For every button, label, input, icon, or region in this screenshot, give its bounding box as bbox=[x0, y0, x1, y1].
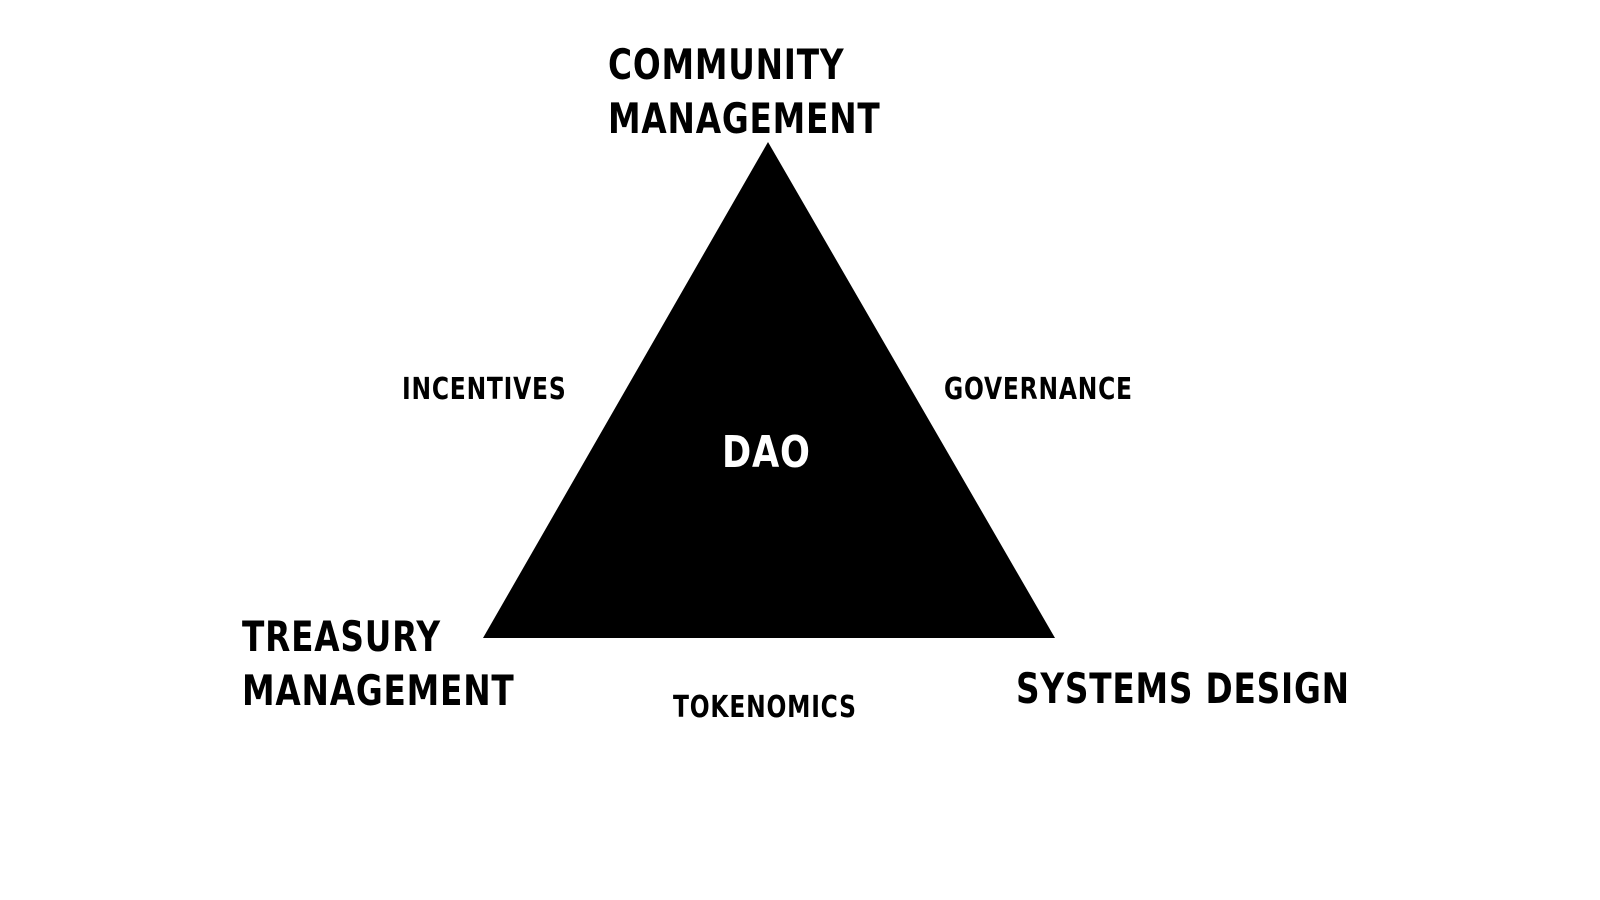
vertex-label-bottom-left-line1: TREASURY bbox=[242, 612, 441, 661]
vertex-label-top: COMMUNITY MANAGEMENT bbox=[608, 38, 881, 146]
vertex-label-bottom-right-line1: SYSTEMS DESIGN bbox=[1016, 664, 1350, 713]
center-label: DAO bbox=[722, 427, 811, 478]
triangle-shape bbox=[483, 142, 1055, 638]
edge-label-left: INCENTIVES bbox=[402, 372, 567, 407]
edge-label-right: GOVERNANCE bbox=[944, 372, 1133, 407]
vertex-label-bottom-left-line2: MANAGEMENT bbox=[242, 666, 515, 715]
edge-label-bottom: TOKENOMICS bbox=[673, 690, 857, 725]
vertex-label-bottom-right: SYSTEMS DESIGN bbox=[1016, 662, 1350, 716]
vertex-label-top-line1: COMMUNITY bbox=[608, 40, 845, 89]
vertex-label-top-line2: MANAGEMENT bbox=[608, 94, 881, 143]
vertex-label-bottom-left: TREASURY MANAGEMENT bbox=[242, 610, 515, 718]
